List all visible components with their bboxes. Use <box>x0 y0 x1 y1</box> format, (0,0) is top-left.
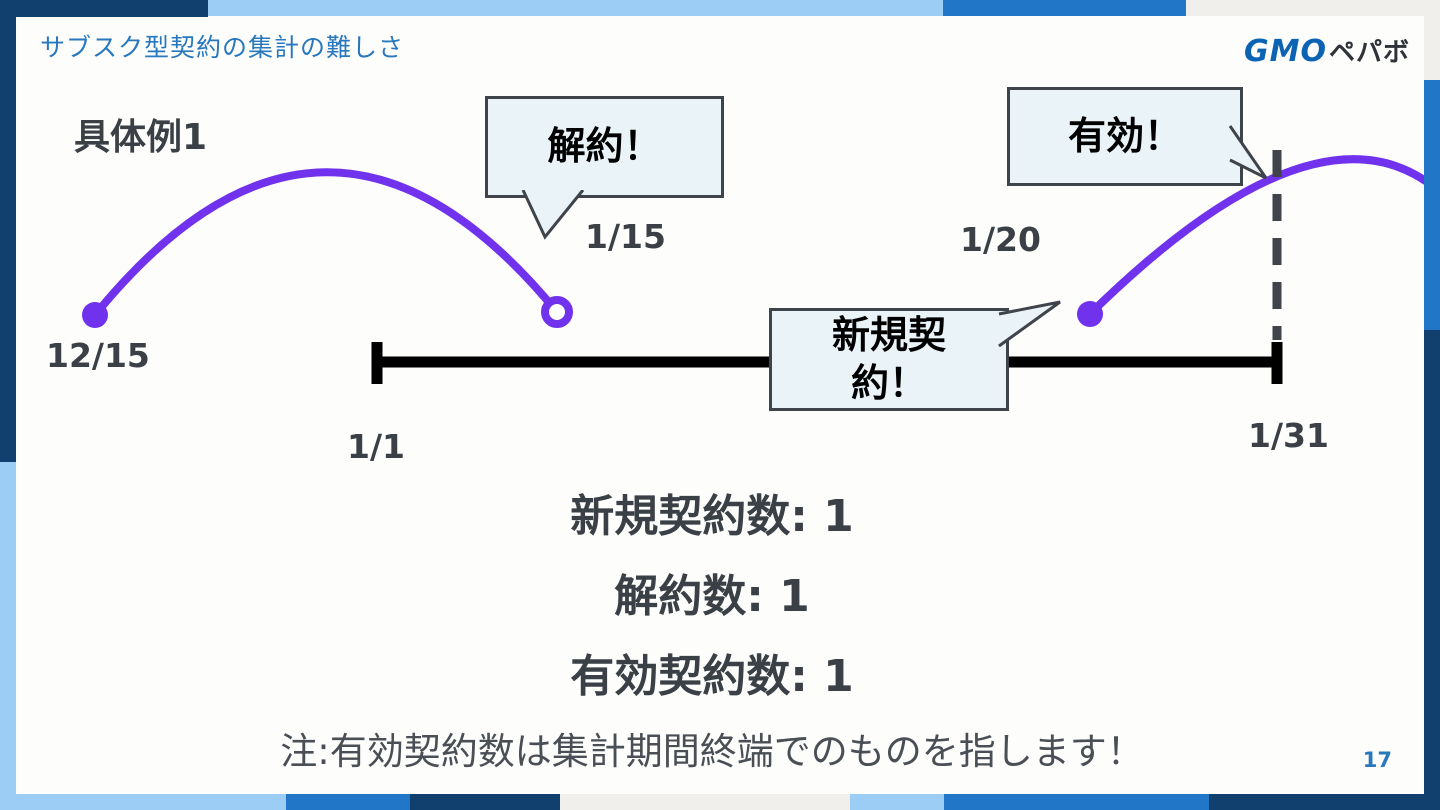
cancel-bubble: 解約！ <box>485 96 724 198</box>
border-bottom-navy-1 <box>410 794 560 810</box>
contract2-start-date: 1/20 <box>960 220 1041 259</box>
border-left-lightblue <box>0 462 16 795</box>
page-number: 17 <box>1362 748 1392 772</box>
stat-active-contracts: 有効契約数: 1 <box>570 651 854 702</box>
company-logo: GMO ペパボ <box>1244 32 1410 69</box>
new-contract-bubble-tail <box>998 300 1061 348</box>
stat-cancellations: 解約数: 1 <box>614 571 810 622</box>
border-left-navy <box>0 0 16 462</box>
active-bubble-tail <box>1228 125 1268 180</box>
border-top-lightblue <box>208 0 943 16</box>
border-right-blue <box>1424 80 1440 330</box>
new-contract-bubble: 新規契約！ <box>769 308 1009 411</box>
border-bottom-lightblue-2 <box>850 794 944 810</box>
border-bottom-blue-2 <box>944 794 1209 810</box>
period-start-date: 1/1 <box>347 427 405 466</box>
new-contract-bubble-label: 新規契約！ <box>831 313 946 405</box>
cancel-bubble-label: 解約！ <box>547 124 662 169</box>
cancel-bubble-tail <box>521 190 585 240</box>
active-bubble-label: 有効！ <box>1067 113 1182 158</box>
border-bottom-gray <box>560 794 850 810</box>
contract1-start-dot <box>82 302 108 328</box>
border-right-gray <box>1424 0 1440 80</box>
border-top-gray <box>1186 0 1440 16</box>
example-label: 具体例1 <box>74 117 208 158</box>
contract1-end-date: 1/15 <box>585 217 666 256</box>
pepabo-logo-text: ペパボ <box>1328 38 1410 68</box>
border-top-blue <box>943 0 1186 16</box>
border-bottom-lightblue-1 <box>0 794 286 810</box>
gmo-logo-text: GMO <box>1244 34 1327 69</box>
stat-new-contracts: 新規契約数: 1 <box>570 491 854 542</box>
period-end-date: 1/31 <box>1248 416 1329 455</box>
contract1-arc <box>91 168 561 318</box>
contract2-start-dot <box>1077 301 1103 327</box>
border-right-navy <box>1424 330 1440 810</box>
footnote: 注:有効契約数は集計期間終端でのものを指します！ <box>280 730 1144 773</box>
border-bottom-blue-1 <box>286 794 410 810</box>
active-bubble: 有効！ <box>1007 87 1243 186</box>
contract1-end-ring <box>541 296 573 328</box>
contract2-arc <box>1087 155 1424 317</box>
border-bottom-navy-2 <box>1209 794 1440 810</box>
slide-title: サブスク型契約の集計の難しさ <box>40 33 405 62</box>
border-top-navy <box>0 0 208 17</box>
contract1-start-date: 12/15 <box>46 336 150 375</box>
